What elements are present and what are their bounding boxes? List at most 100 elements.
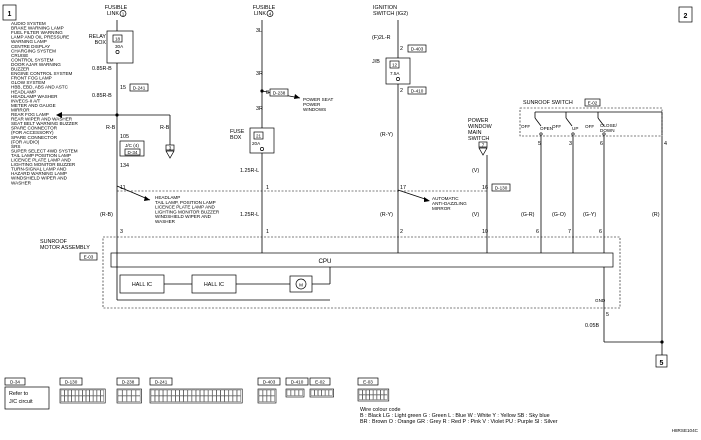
fuse-box-label: FUSE [230, 129, 245, 135]
connector-pin-cell [262, 395, 267, 402]
connector-strip: D-34 Refer to J/C circuit D-130 D-238 D-… [4, 377, 390, 410]
pin-105: 105 [120, 134, 129, 140]
wire-125rl-a: 1.25R-L [240, 168, 259, 174]
relay-list-item: BUZZER [11, 67, 30, 72]
headlamp-list-item: WINDSHIELD WIPER AND [155, 214, 212, 219]
connector-pin-cell [183, 389, 188, 396]
label-windows: WINDOWS [303, 107, 326, 112]
label-mirror: MIRROR [432, 206, 451, 211]
connector-pin-cell [100, 389, 104, 396]
connector-d238: D-238 [273, 91, 286, 96]
relay-list-item: WARNING LAMP [11, 39, 47, 44]
connector-pin-cell [179, 395, 184, 402]
headlamp-list-item: HEADLAMP [155, 195, 180, 200]
relay-box-fuse: 18 [115, 37, 121, 42]
strip-code-d403: D-403 [263, 380, 276, 385]
pin-4-switch: 4 [664, 141, 667, 147]
wire-rb-3: (R-B) [100, 212, 113, 218]
connector-pin-cell [131, 389, 136, 396]
strip-pane-d410 [285, 388, 305, 398]
connector-pin-cell [187, 389, 192, 396]
wire-r: (R) [652, 212, 660, 218]
relay-list-item: DOOR AJAR WARNING [11, 62, 61, 67]
connector-pin-cell [314, 389, 318, 396]
strip-pane-d241 [149, 388, 243, 404]
page-marker-left: 1 [2, 4, 17, 21]
connector-pin-cell [89, 389, 94, 396]
wire-ry-1: (R-Y) [380, 132, 393, 138]
ignition-switch-title2: SWITCH (IG2) [373, 11, 408, 17]
pin-6b-motor: 6 [599, 229, 602, 235]
jb-label: J/B [372, 59, 380, 65]
connector-pin-cell [358, 389, 363, 395]
wire-125rl-b: 1.25R-L [240, 212, 259, 218]
relay-list-item: LIGHTING MONITOR BUZZER [11, 162, 76, 167]
connector-pin-cell [191, 395, 196, 402]
strip-pane-d403 [257, 388, 277, 404]
fuse-box-amp12: 7.5A [390, 71, 400, 76]
relay-list-item: REAR WIPER AND WASHER [11, 117, 73, 122]
connector-pin-cell [179, 389, 184, 396]
relay-list-item: SEAT BELT WARNING BUZZER [11, 121, 79, 126]
pin-3-left: 3 [120, 229, 123, 235]
connector-pin-cell [328, 389, 333, 396]
connector-pin-cell [167, 395, 172, 402]
connector-pin-cell [175, 395, 180, 402]
connector-pin-cell [373, 389, 377, 395]
pin-6-switch: 6 [600, 141, 603, 147]
connector-pin-cell [187, 395, 192, 402]
relay-list-item: CHARGING SYSTEM [11, 48, 56, 53]
connector-pin-cell [204, 395, 209, 402]
label-anti-dazzling: ANTI-DAZZLING [432, 201, 467, 206]
connector-pin-cell [195, 395, 200, 402]
connector-pin-cell [266, 389, 271, 396]
pin-2-c: 2 [400, 229, 403, 235]
wire-gy: (G-Y) [583, 212, 596, 218]
strip-note2-d34: J/C circuit [9, 399, 33, 405]
connector-e02: E-02 [588, 101, 598, 106]
connector-pin-cell [171, 389, 176, 396]
connector-pin-cell [380, 389, 384, 395]
switch-off-2: OFF [552, 124, 561, 129]
connector-pin-cell [232, 389, 237, 396]
headlamp-list-item: LICENCE PLATE LAMP AND [155, 205, 216, 210]
connector-pin-cell [321, 389, 326, 396]
connector-pin-cell [380, 394, 384, 400]
relay-list-item: TURN-SIGNAL LAMP AND [11, 167, 67, 172]
switch-close-down: CLOSE/ [600, 123, 618, 128]
relay-list-item: WINDSHIELD WIPER AND [11, 176, 68, 181]
connector-pin-cell [232, 395, 237, 402]
connector-pin-cell [86, 395, 90, 402]
connector-pin-cell [220, 389, 225, 396]
connector-pin-cell [200, 395, 205, 402]
pw-main-label2: WINDOW [468, 124, 493, 130]
wire-gr: (G-R) [521, 212, 535, 218]
relay-list-item: LAMP AND OIL PRESSURE [11, 35, 69, 40]
connector-d410: D-410 [411, 89, 424, 94]
label-power-windows: POWER [303, 102, 321, 107]
relay-list-item: ENGINE CONTROL SYSTEM [11, 71, 73, 76]
connector-pin-cell [163, 395, 168, 402]
sunroof-motor-label2: MOTOR ASSEMBLY [40, 245, 90, 251]
connector-pin-cell [131, 395, 136, 402]
fuse-box: FUSE BOX 21 20A [230, 127, 275, 154]
relay-list-item: BRAKE WARNING LAMP [11, 26, 64, 31]
relay-list-item: CRUISE [11, 53, 28, 58]
connector-pin-cell [204, 389, 209, 396]
relay-list-item: WASHER [11, 180, 32, 185]
connector-pin-cell [60, 389, 65, 396]
connector-pin-cell [78, 389, 83, 396]
wire-005b: 0.05B [585, 323, 599, 329]
strip-code-e03: E-03 [363, 380, 373, 385]
strip-pane-e03 [357, 388, 390, 402]
pin-1-mid: 1 [266, 185, 269, 191]
connector-pin-cell [262, 389, 267, 396]
connector-pin-cell [89, 395, 94, 402]
ground-ref-3: 3 [169, 146, 172, 151]
connector-pin-cell [93, 395, 97, 402]
connector-pin-cell [96, 395, 101, 402]
relay-list-item: AUDIO SYSTEM [11, 21, 46, 26]
pw-main-label: POWER [468, 118, 488, 124]
colour-code-line2: BR : Brown O : Orange GR : Grey R : Red … [360, 419, 558, 425]
wire-3r-b: 3R [256, 106, 263, 112]
